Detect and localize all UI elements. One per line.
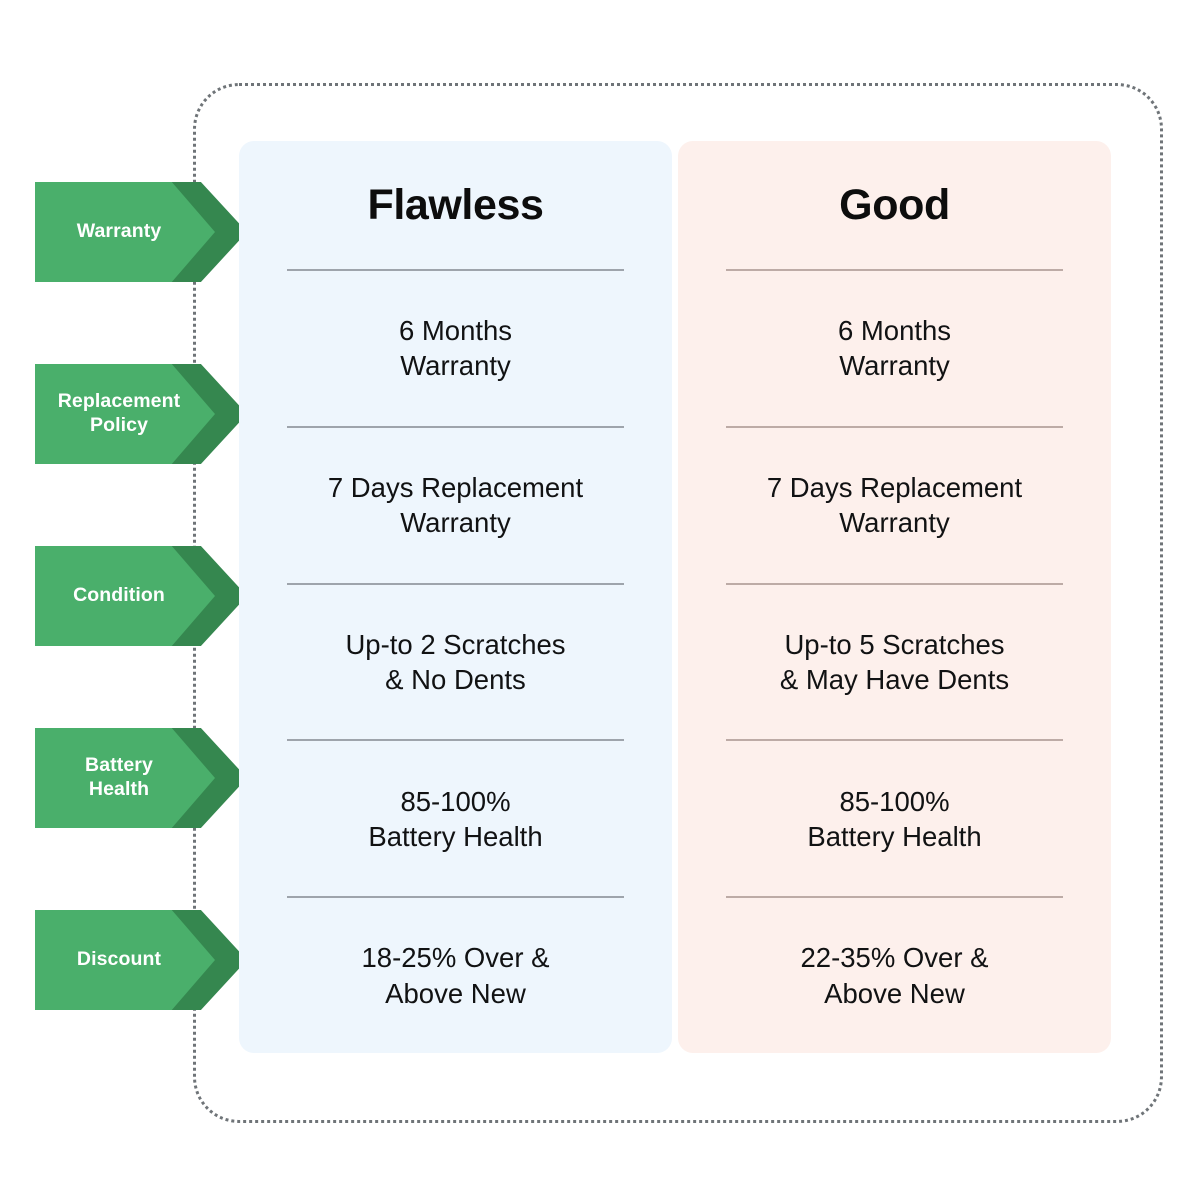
row-label-column: Warranty Replacement Policy Condition [0, 141, 250, 1053]
cell-flawless-replacement-policy: 7 Days Replacement Warranty [287, 425, 624, 583]
arrow-shape: Discount [35, 910, 247, 1010]
column-card-good: Good 6 Months Warranty 7 Days Replacemen… [678, 141, 1111, 1053]
row-label-warranty: Warranty [0, 141, 250, 323]
comparison-cards: Flawless 6 Months Warranty 7 Days Replac… [239, 141, 1111, 1053]
arrow-shape: Replacement Policy [35, 364, 247, 464]
cell-flawless-warranty: 6 Months Warranty [287, 269, 624, 426]
cell-flawless-condition: Up-to 2 Scratches & No Dents [287, 582, 624, 740]
cell-good-battery-health: 85-100% Battery Health [726, 739, 1063, 896]
arrow-body: Warranty [35, 182, 215, 282]
cell-good-replacement-policy: 7 Days Replacement Warranty [726, 425, 1063, 583]
arrow-body: Replacement Policy [35, 364, 215, 464]
column-title-flawless: Flawless [367, 181, 544, 229]
row-label-text: Warranty [76, 220, 162, 243]
arrow-body: Discount [35, 910, 215, 1010]
row-label-text: Discount [76, 948, 162, 971]
row-label-text: Battery Health [85, 754, 153, 800]
row-label-text: Condition [73, 584, 165, 607]
arrow-body: Condition [35, 546, 215, 646]
column-card-flawless: Flawless 6 Months Warranty 7 Days Replac… [239, 141, 672, 1053]
row-label-condition: Condition [0, 505, 250, 687]
arrow-shape: Condition [35, 546, 247, 646]
row-label-discount: Discount [0, 869, 250, 1051]
row-label-battery-health: Battery Health [0, 687, 250, 869]
row-label-replacement-policy: Replacement Policy [0, 323, 250, 505]
cell-good-discount: 22-35% Over & Above New [726, 896, 1063, 1053]
cell-good-warranty: 6 Months Warranty [726, 269, 1063, 426]
cell-good-condition: Up-to 5 Scratches & May Have Dents [726, 582, 1063, 740]
cell-flawless-battery-health: 85-100% Battery Health [287, 739, 624, 896]
cell-flawless-discount: 18-25% Over & Above New [287, 896, 624, 1053]
arrow-shape: Battery Health [35, 728, 247, 828]
arrow-body: Battery Health [35, 728, 215, 828]
row-label-text: Replacement Policy [57, 390, 181, 436]
arrow-shape: Warranty [35, 182, 247, 282]
column-title-good: Good [839, 181, 950, 229]
